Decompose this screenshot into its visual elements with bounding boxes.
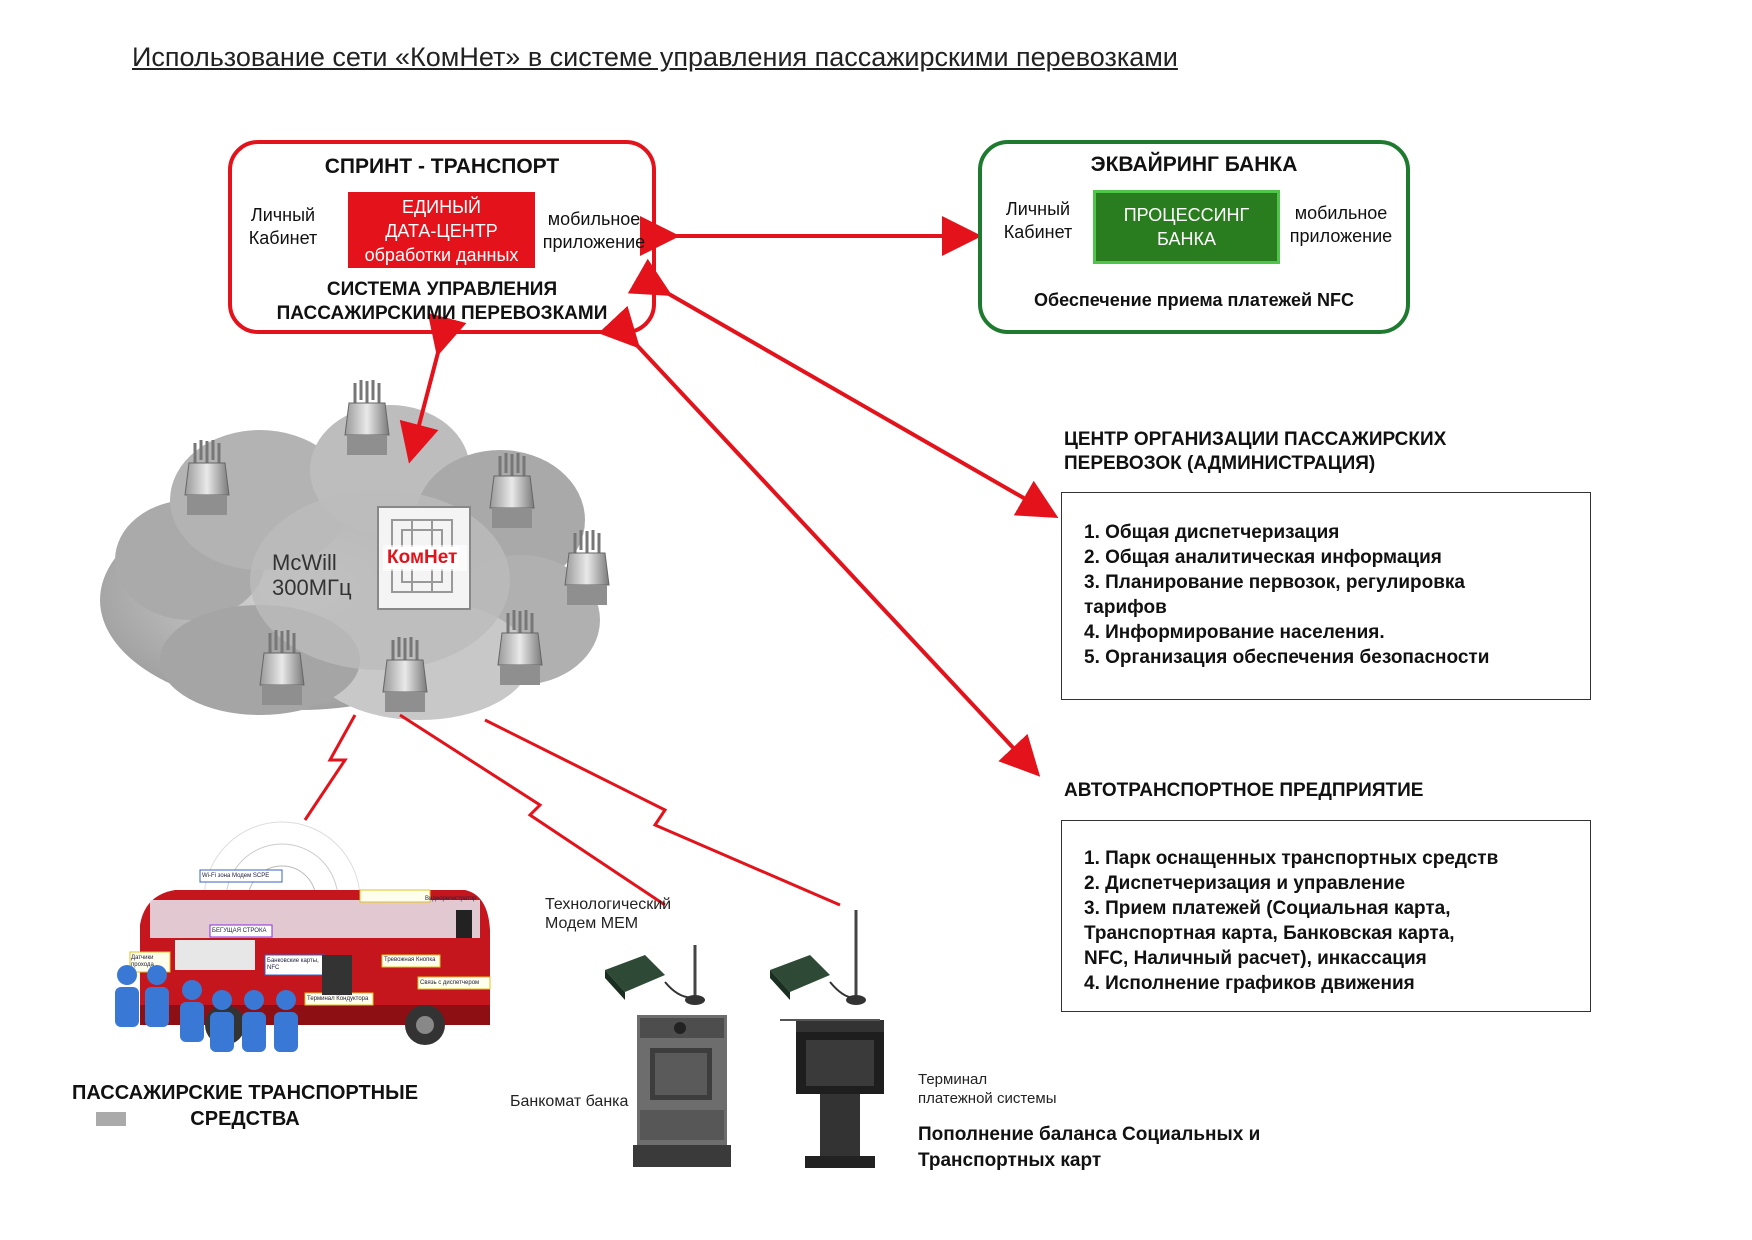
bank-header: ЭКВАЙРИНГ БАНКА (1090, 153, 1298, 176)
data-center-line-2: ДАТА-ЦЕНТР (385, 221, 498, 241)
bus-tag-wifi: Wi-Fi зона Модем SCPE (202, 873, 270, 879)
list-item: 1. Парк оснащенных транспортных средств (1084, 848, 1499, 869)
list-item: NFC, Наличный расчет), инкассация (1084, 948, 1427, 969)
bank-cabinet-line-1: Личный (1005, 199, 1071, 219)
sprint-header: СПРИНТ - ТРАНСПОРТ (324, 155, 560, 178)
bus-tag-video: Видеорегистратор (425, 896, 477, 902)
admin-heading-line-1: ЦЕНТР ОРГАНИЗАЦИИ ПАССАЖИРСКИХ (1064, 429, 1447, 450)
list-item: 2. Диспетчеризация и управление (1084, 873, 1406, 894)
payment-terminal-icon (780, 1019, 884, 1168)
gray-swatch (96, 1112, 126, 1126)
admin-heading-line-2: ПЕРЕВОЗОК (АДМИНИСТРАЦИЯ) (1064, 453, 1376, 474)
bus-tag-terminal: Терминал Кондуктора (307, 996, 369, 1002)
sprint-footer-line-2: ПАССАЖИРСКИМИ ПЕРЕВОЗКАМИ (276, 303, 608, 324)
bus-tag-sensors: Датчики прохода (131, 955, 154, 968)
sprint-mobile-label: мобильное приложение (536, 208, 652, 254)
modem-label-line-1: Технологический (545, 896, 672, 913)
komnet-logo-text: КомНет (385, 547, 460, 569)
bus-tag-alarm: Тревожная Кнопка (384, 957, 436, 963)
bus-tag-ticker: БЕГУЩАЯ СТРОКА (212, 928, 267, 934)
terminal-label: Терминал платежной системы (918, 1070, 1057, 1108)
data-center-line-3: обработки данных (364, 245, 519, 265)
bus-caption: ПАССАЖИРСКИЕ ТРАНСПОРТНЫЕ СРЕДСТВА (50, 1080, 440, 1132)
bus-illustration (129, 821, 491, 1045)
list-item: 1. Общая диспетчеризация (1084, 522, 1340, 543)
list-item: тарифов (1084, 597, 1167, 618)
antenna-icon-group (184, 380, 610, 712)
bank-footer: Обеспечение приема платежей NFC (1033, 290, 1355, 310)
arrow-sprint-cloud (399, 312, 467, 464)
list-item: Транспортная карта, Банковская карта, (1084, 923, 1455, 944)
replenish-line-2: Транспортных карт (918, 1150, 1102, 1171)
atm-label: Банкомат банка (510, 1093, 629, 1110)
admin-panel (1061, 492, 1591, 700)
list-item: 3. Планирование первозок, регулировка (1084, 572, 1465, 593)
list-item: 2. Общая аналитическая информация (1084, 547, 1442, 568)
bank-processing-block: ПРОЦЕССИНГ БАНКА (1093, 190, 1280, 264)
sprint-cabinet-label: Личный Кабинет (238, 204, 328, 250)
bus-caption-line-1: ПАССАЖИРСКИЕ ТРАНСПОРТНЫЕ (71, 1082, 419, 1104)
list-item: 4. Исполнение графиков движения (1084, 973, 1415, 994)
modem-icon (605, 945, 705, 1005)
list-item: 3. Прием платежей (Социальная карта, (1084, 898, 1451, 919)
cloud-label: McWill 300МГц (272, 550, 352, 600)
admin-heading: ЦЕНТР ОРГАНИЗАЦИИ ПАССАЖИРСКИХ ПЕРЕВОЗОК… (1064, 428, 1446, 476)
replenish-line-1: Пополнение баланса Социальных и (918, 1124, 1261, 1145)
bank-mobile-label: мобильное приложение (1282, 202, 1400, 248)
replenish-caption: Пополнение баланса Социальных и Транспор… (918, 1122, 1260, 1174)
cloud-label-line-1: McWill (272, 550, 337, 575)
bank-processing-line-2: БАНКА (1157, 229, 1216, 249)
bank-acquiring-box (978, 140, 1410, 334)
modem-label-line-2: Модем МЕМ (545, 915, 639, 932)
terminal-label-line-2: платежной системы (918, 1090, 1057, 1107)
sprint-footer-line-1: СИСТЕМА УПРАВЛЕНИЯ (326, 279, 558, 300)
bus-tag-cards: Банковские карты, NFC (267, 958, 319, 971)
sprint-mobile-line-2: приложение (542, 232, 646, 252)
atp-heading: АВТОТРАНСПОРТНОЕ ПРЕДПРИЯТИЕ (1064, 780, 1424, 801)
modem-icon-2 (770, 910, 866, 1005)
arrow-sprint-atp (598, 305, 1041, 777)
sprint-cabinet-line-1: Личный (250, 205, 316, 225)
atp-list: 1. Парк оснащенных транспортных средств … (1084, 846, 1498, 996)
bus-tag-dispatch: Связь с диспетчером (420, 980, 480, 986)
bank-mobile-line-2: приложение (1289, 226, 1393, 246)
bank-cabinet-label: Личный Кабинет (988, 198, 1088, 244)
sprint-mobile-line-1: мобильное (547, 209, 641, 229)
terminal-label-line-1: Терминал (918, 1071, 988, 1088)
page-title: Использование сети «КомНет» в системе уп… (132, 42, 1178, 72)
list-item: 4. Информирование населения. (1084, 622, 1385, 643)
bank-mobile-line-1: мобильное (1294, 203, 1388, 223)
atm-icon (633, 1015, 731, 1167)
sprint-cabinet-line-2: Кабинет (248, 228, 318, 248)
cloud-label-line-2: 300МГц (272, 575, 352, 600)
passengers-icon (115, 965, 298, 1052)
data-center-line-1: ЕДИНЫЙ (401, 197, 481, 217)
admin-list: 1. Общая диспетчеризация 2. Общая аналит… (1084, 520, 1489, 670)
modem-label: Технологический Модем МЕМ (545, 895, 671, 933)
sprint-footer: СИСТЕМА УПРАВЛЕНИЯ ПАССАЖИРСКИМИ ПЕРЕВОЗ… (228, 278, 656, 326)
radio-links (303, 713, 841, 907)
atp-panel (1061, 820, 1591, 1012)
bank-cabinet-line-2: Кабинет (1003, 222, 1073, 242)
bus-caption-line-2: СРЕДСТВА (190, 1108, 300, 1130)
list-item: 5. Организация обеспечения безопасности (1084, 647, 1490, 668)
connection-arrows (399, 216, 1059, 777)
bank-processing-line-1: ПРОЦЕССИНГ (1123, 205, 1250, 225)
data-center-block: ЕДИНЫЙ ДАТА-ЦЕНТР обработки данных (348, 192, 535, 268)
sprint-transport-box (228, 140, 656, 334)
